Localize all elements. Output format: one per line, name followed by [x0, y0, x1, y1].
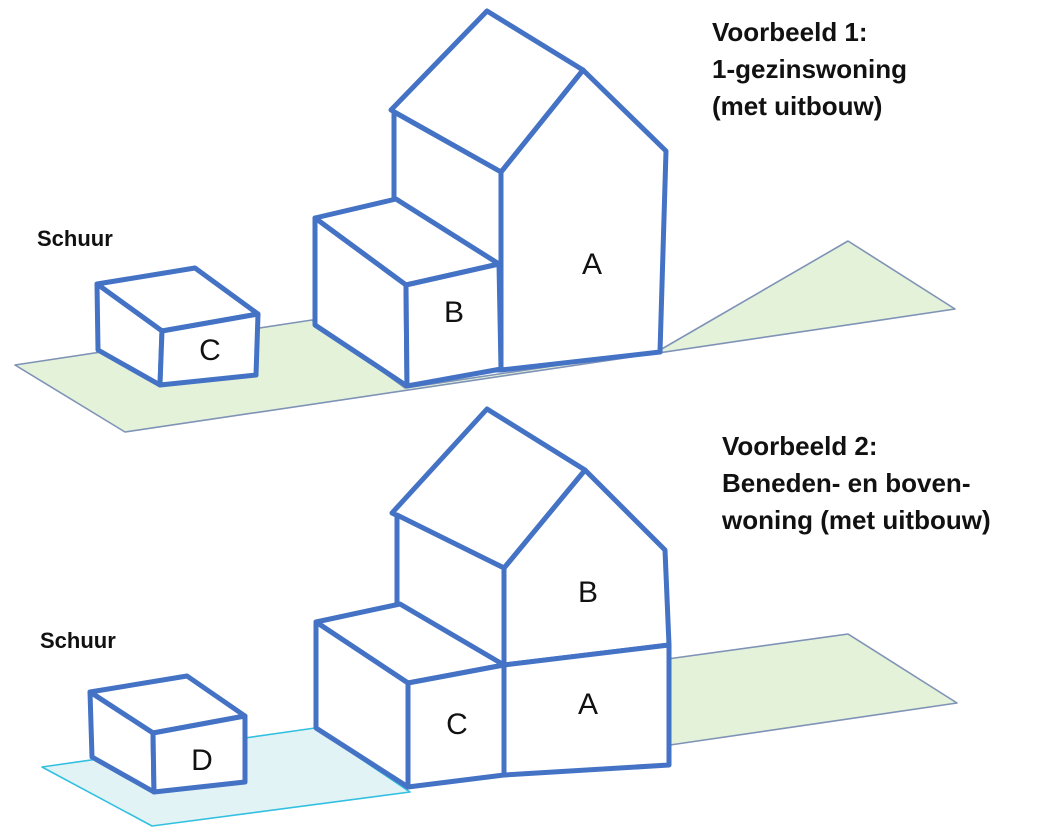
unit-label-b: B	[578, 576, 598, 609]
shed-label: Schuur	[40, 628, 116, 653]
example-1-caption-line: (met uitbouw)	[712, 90, 883, 121]
plot-2-ground	[659, 633, 958, 746]
unit-label-a: A	[578, 688, 598, 721]
extension-1-front	[403, 261, 504, 389]
extension-2-front	[405, 662, 507, 790]
example-1-caption-line: 1-gezinswoning	[712, 53, 907, 84]
unit-label-b: B	[444, 296, 464, 329]
unit-label-c: C	[446, 708, 468, 741]
example-2-caption-line: woning (met uitbouw)	[722, 504, 991, 535]
shed-2-front	[150, 713, 248, 795]
shed-label: Schuur	[37, 226, 113, 251]
unit-label-d: D	[191, 744, 213, 777]
example-2-caption-title: Voorbeeld 2:	[722, 431, 878, 461]
unit-label-c: C	[199, 334, 221, 367]
example-1: A B C	[14, 8, 956, 433]
example-2: B A C D	[41, 406, 958, 827]
example-1-caption-title: Voorbeeld 1:	[712, 17, 868, 47]
shed-1-front	[157, 311, 261, 388]
example-2-caption-line: Beneden- en boven-	[722, 467, 971, 498]
unit-label-a: A	[582, 248, 602, 281]
example-2-caption: Voorbeeld 2: Beneden- en boven- woning (…	[722, 428, 991, 539]
example-1-caption: Voorbeeld 1: 1-gezinswoning (met uitbouw…	[712, 14, 907, 125]
